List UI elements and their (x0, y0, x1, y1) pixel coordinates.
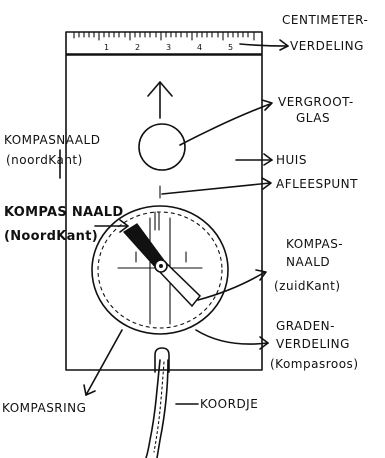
label-kompasnaald-top-line2: (noordKant) (6, 153, 83, 167)
compass-needle (122, 223, 202, 308)
label-afleespunt: AFLEESPUNT (276, 177, 358, 191)
ruler-tick-5: 5 (228, 43, 233, 52)
label-centimeter-line1: CENTIMETER- (282, 13, 368, 27)
label-vergrootglas-line2: GLAS (296, 111, 330, 125)
compass-housing (91, 205, 229, 335)
lanyard (145, 347, 170, 458)
label-koordje: KOORDJE (200, 397, 258, 411)
label-vergrootglas-line1: VERGROOT- (278, 95, 354, 109)
label-kompasnaald-left-line1: KOMPAS NAALD (4, 205, 123, 220)
label-gradenverdeling-line3: (Kompasroos) (270, 357, 359, 371)
label-kompasring: KOMPASRING (2, 401, 86, 415)
label-gradenverdeling-line1: GRADEN- (276, 319, 335, 333)
baseplate (65, 54, 263, 371)
label-gradenverdeling-line2: VERDELING (276, 337, 350, 351)
ruler-tick-1: 1 (104, 43, 109, 52)
label-kompasnaald-left-line2: (NoordKant) (4, 229, 98, 244)
direction-arrow (147, 81, 173, 119)
ruler-tick-3: 3 (166, 43, 171, 52)
ruler: 1 2 3 4 5 (65, 31, 263, 55)
label-kompasnaald-zuid-line2: NAALD (286, 255, 330, 269)
label-kompasnaald-zuid-line1: KOMPAS- (286, 237, 343, 251)
label-centimeter-line2: VERDELING (290, 39, 364, 53)
leader-lines (59, 39, 289, 405)
ruler-tick-4: 4 (197, 43, 202, 52)
label-kompasnaald-zuid-line3: (zuidKant) (274, 279, 341, 293)
magnifying-glass (138, 123, 186, 171)
label-kompasnaald-top-line1: KOMPASNAALD (4, 133, 100, 147)
ruler-tick-2: 2 (135, 43, 140, 52)
label-huis: HUIS (276, 153, 307, 167)
